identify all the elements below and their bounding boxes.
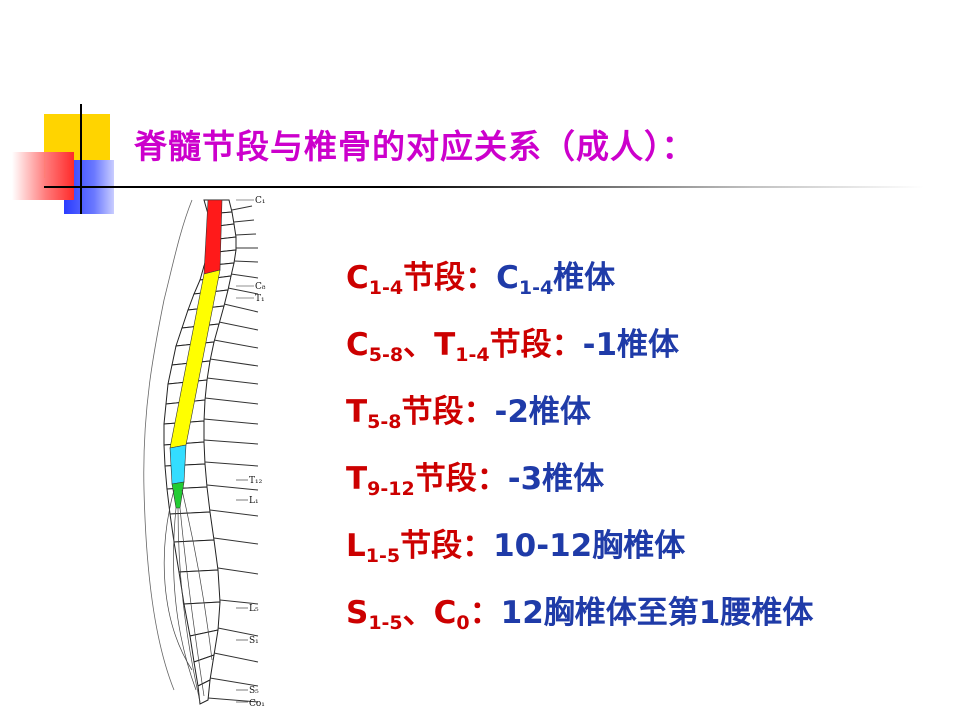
list-item: T5-8节段：-2椎体 bbox=[346, 394, 591, 433]
label-c1: C₁ bbox=[255, 196, 266, 206]
list-item: C1-4节段：C1-4椎体 bbox=[346, 260, 616, 299]
label-t12: T₁₂ bbox=[249, 476, 263, 486]
lumbar-segment bbox=[169, 444, 187, 485]
cauda-equina bbox=[163, 489, 213, 703]
list-item: S1-5、C0：12胸椎体至第1腰椎体 bbox=[346, 595, 814, 634]
list-item: C5-8、T1-4节段：-1椎体 bbox=[346, 327, 680, 366]
segment-vertebra-list: C1-4节段：C1-4椎体 C5-8、T1-4节段：-1椎体 T5-8节段：-2… bbox=[346, 254, 813, 656]
label-t1: T₁ bbox=[255, 294, 265, 304]
label-c8: C₈ bbox=[255, 282, 266, 292]
list-item: L1-5节段：10-12胸椎体 bbox=[346, 528, 686, 567]
spinal-cord bbox=[169, 199, 223, 509]
spinal-cord-diagram: C₁ C₈ T₁ T₁₂ L₁ L₅ S₁ S₅ Co₁ bbox=[143, 196, 266, 709]
level-labels: C₁ C₈ T₁ T₁₂ L₁ L₅ S₁ S₅ Co₁ bbox=[236, 196, 266, 709]
label-s5: S₅ bbox=[249, 686, 259, 696]
page-title: 脊髓节段与椎骨的对应关系（成人）： bbox=[134, 127, 696, 166]
decor-red-square bbox=[12, 152, 74, 200]
title-underline bbox=[44, 186, 924, 188]
label-l5: L₅ bbox=[249, 604, 259, 614]
spinous-processes bbox=[203, 205, 259, 703]
list-item: T9-12节段：-3椎体 bbox=[346, 461, 605, 500]
label-l1: L₁ bbox=[249, 496, 259, 506]
body-outline bbox=[143, 199, 193, 691]
label-s1: S₁ bbox=[249, 636, 259, 646]
label-co1: Co₁ bbox=[249, 699, 265, 709]
decor-vertical-line bbox=[80, 104, 82, 214]
